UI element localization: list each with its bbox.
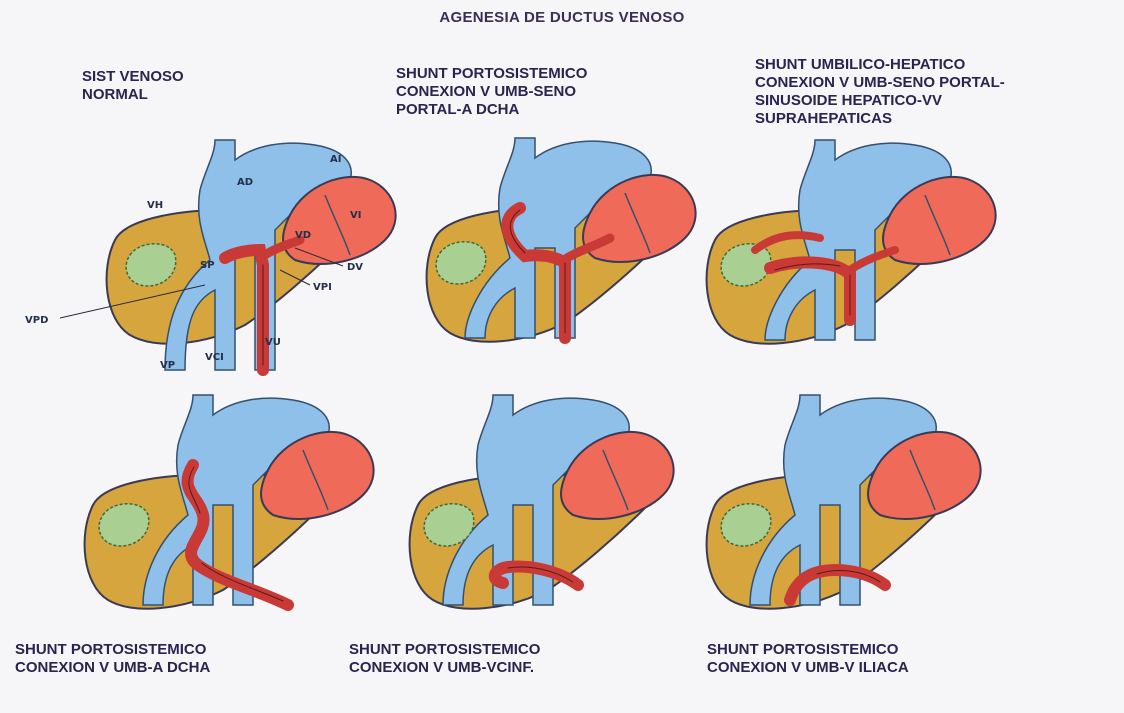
- label-ai: AI: [330, 154, 341, 165]
- diagram-title: AGENESIA DE DUCTUS VENOSO: [0, 9, 1124, 26]
- label-vp: VP: [160, 360, 175, 371]
- diagram-shunt-a-dcha: [78, 395, 418, 625]
- label-vu: VU: [265, 337, 281, 348]
- label-vi: VI: [350, 210, 361, 221]
- label-vpd: VPD: [25, 315, 48, 326]
- diagram-shunt-seno-portal: [405, 138, 745, 368]
- label-ad: AD: [237, 177, 253, 188]
- label-vpi: VPI: [313, 282, 332, 293]
- diagram-shunt-umbilico-hepatico: [700, 140, 1040, 370]
- label-vci: VCI: [205, 352, 224, 363]
- caption-shunt-umbilico-hepatico: SHUNT UMBILICO-HEPATICO CONEXION V UMB-S…: [755, 56, 1005, 128]
- diagram-shunt-v-iliaca: [705, 395, 1045, 625]
- diagram-normal: AD AI VH VI VD DV VPD VPI VP VCI VU SP: [85, 140, 425, 370]
- caption-shunt-vcinf: SHUNT PORTOSISTEMICO CONEXION V UMB-VCIN…: [349, 641, 540, 677]
- label-vd: VD: [295, 230, 311, 241]
- diagram-shunt-vcinf: [408, 395, 748, 625]
- label-sp: SP: [200, 260, 215, 271]
- caption-shunt-v-iliaca: SHUNT PORTOSISTEMICO CONEXION V UMB-V IL…: [707, 641, 909, 677]
- label-vh: VH: [147, 200, 163, 211]
- caption-shunt-a-dcha: SHUNT PORTOSISTEMICO CONEXION V UMB-A DC…: [15, 641, 210, 677]
- label-dv: DV: [347, 262, 363, 273]
- caption-normal: SIST VENOSO NORMAL: [82, 68, 184, 104]
- caption-shunt-seno-portal-a-dcha: SHUNT PORTOSISTEMICO CONEXION V UMB-SENO…: [396, 65, 587, 119]
